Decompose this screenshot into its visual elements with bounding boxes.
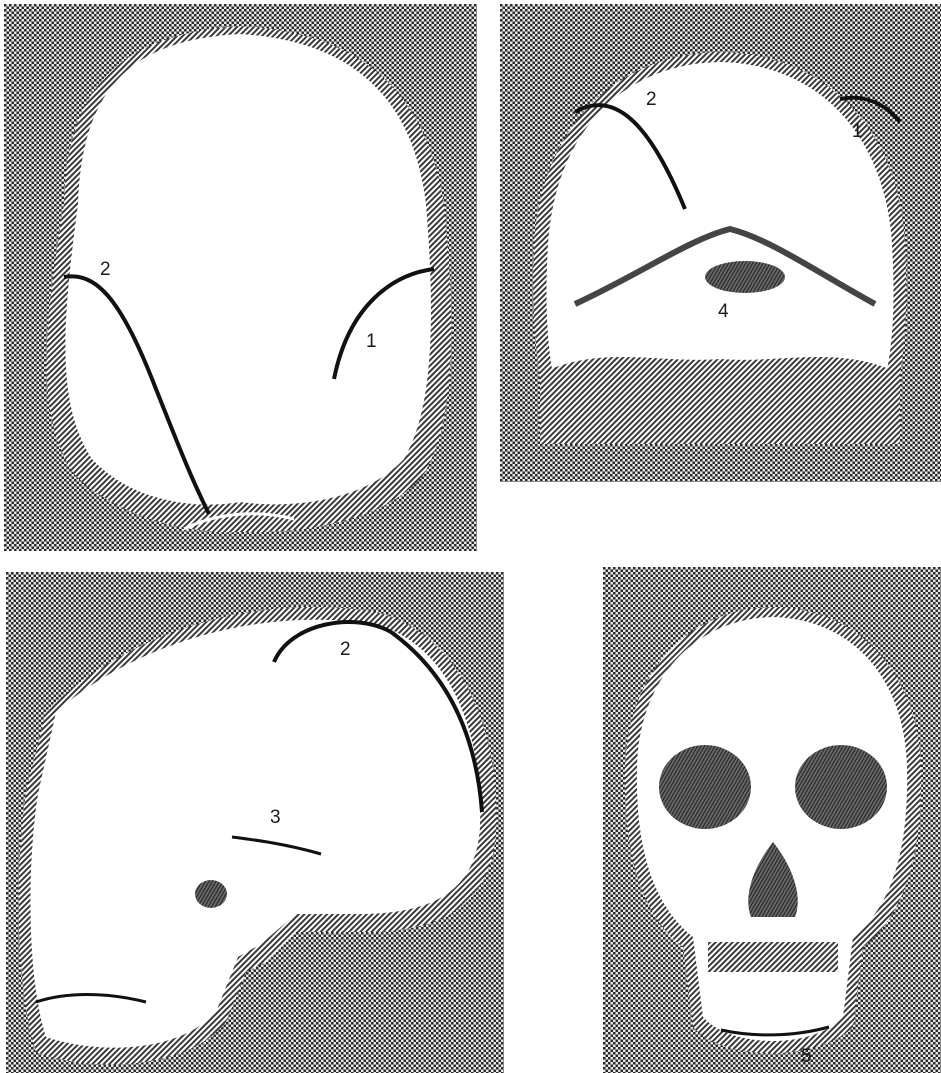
skull-superior-view-drawing <box>4 4 477 551</box>
shaded-region-4 <box>705 261 785 293</box>
skull-anterior-view-drawing <box>603 567 941 1073</box>
skull-base <box>540 357 900 444</box>
eye-socket-left <box>659 745 751 829</box>
eye-socket-right <box>795 745 887 829</box>
label-3: 3 <box>270 808 281 827</box>
skull-posterior-view-drawing <box>500 4 941 482</box>
label-2: 2 <box>340 640 351 659</box>
label-1: 1 <box>366 332 377 351</box>
skull-anterior-view-panel: 5 <box>603 567 941 1073</box>
label-5: 5 <box>801 1047 812 1066</box>
ear-opening <box>195 880 227 908</box>
skull-lateral-view-panel: 2 3 <box>6 572 504 1073</box>
skull-lateral-view-drawing <box>6 572 504 1073</box>
label-2: 2 <box>646 90 657 109</box>
skull-superior-view-panel: 2 1 <box>4 4 477 551</box>
skull-vault <box>65 34 431 505</box>
label-2: 2 <box>100 260 111 279</box>
label-1: 1 <box>852 122 863 141</box>
skull-posterior-view-panel: 2 1 4 <box>500 4 941 482</box>
teeth <box>708 942 838 972</box>
label-4: 4 <box>718 302 729 321</box>
